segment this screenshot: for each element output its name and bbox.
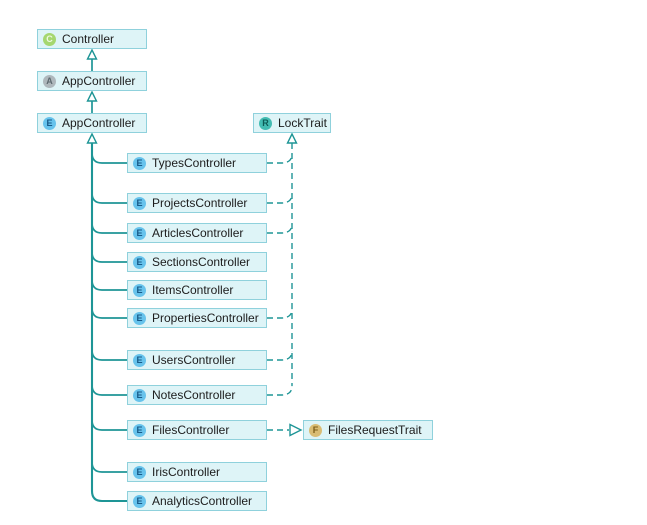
class-icon: E bbox=[133, 283, 146, 297]
inheritance-branch-iris-controller bbox=[91, 461, 127, 473]
class-icon: E bbox=[133, 226, 146, 240]
node-label: FilesController bbox=[152, 423, 230, 437]
inheritance-branch-notes-controller bbox=[91, 384, 127, 396]
trait-usage-edge-articles-controller bbox=[267, 223, 293, 234]
node-iris-controller[interactable]: E IrisController bbox=[127, 462, 267, 482]
node-notes-controller[interactable]: E NotesController bbox=[127, 385, 267, 405]
node-sections-controller[interactable]: E SectionsController bbox=[127, 252, 267, 272]
node-properties-controller[interactable]: E PropertiesController bbox=[127, 308, 267, 328]
trait-arrowhead-lock-trait bbox=[286, 132, 298, 144]
node-label: LockTrait bbox=[278, 116, 327, 130]
node-lock-trait[interactable]: R LockTrait bbox=[253, 113, 331, 133]
class-icon: E bbox=[133, 494, 146, 508]
inheritance-branch-sections-controller bbox=[91, 251, 127, 263]
class-icon: E bbox=[133, 255, 146, 269]
class-icon: E bbox=[133, 353, 146, 367]
inheritance-trunk bbox=[90, 143, 127, 503]
node-label: SectionsController bbox=[152, 255, 251, 269]
node-items-controller[interactable]: E ItemsController bbox=[127, 280, 267, 300]
node-label: IrisController bbox=[152, 465, 221, 479]
node-label: ArticlesController bbox=[152, 226, 244, 240]
inheritance-arrowhead-app-controller-abstract bbox=[86, 90, 98, 102]
node-users-controller[interactable]: E UsersController bbox=[127, 350, 267, 370]
class-icon: E bbox=[133, 156, 146, 170]
node-files-request-trait[interactable]: F FilesRequestTrait bbox=[303, 420, 433, 440]
abstract-class-icon: A bbox=[43, 74, 56, 88]
inheritance-branch-articles-controller bbox=[91, 222, 127, 234]
inheritance-branch-files-controller bbox=[91, 419, 127, 431]
trait-icon: R bbox=[259, 116, 272, 130]
node-types-controller[interactable]: E TypesController bbox=[127, 153, 267, 173]
node-label: AppController bbox=[62, 74, 136, 88]
inheritance-arrowhead-app-controller bbox=[86, 132, 98, 144]
node-controller[interactable]: C Controller bbox=[37, 29, 147, 49]
inheritance-branch-users-controller bbox=[91, 349, 127, 361]
class-icon: E bbox=[133, 465, 146, 479]
node-analytics-controller[interactable]: E AnalyticsController bbox=[127, 491, 267, 511]
class-icon: E bbox=[133, 196, 146, 210]
class-icon: C bbox=[43, 32, 56, 46]
node-files-controller[interactable]: E FilesController bbox=[127, 420, 267, 440]
node-label: NotesController bbox=[152, 388, 236, 402]
trait-usage-edge-projects-controller bbox=[267, 193, 293, 204]
class-icon: E bbox=[133, 388, 146, 402]
usage-arrowhead-files-request-trait bbox=[289, 423, 303, 437]
inheritance-branch-items-controller bbox=[91, 279, 127, 291]
node-label: ItemsController bbox=[152, 283, 234, 297]
node-label: TypesController bbox=[152, 156, 237, 170]
inheritance-branch-properties-controller bbox=[91, 307, 127, 319]
trait-icon: F bbox=[309, 423, 322, 437]
node-app-controller[interactable]: E AppController bbox=[37, 113, 147, 133]
class-icon: E bbox=[133, 311, 146, 325]
node-projects-controller[interactable]: E ProjectsController bbox=[127, 193, 267, 213]
trait-usage-edge-notes-controller bbox=[267, 385, 293, 396]
trait-usage-edge-types-controller bbox=[267, 153, 293, 164]
node-label: AnalyticsController bbox=[152, 494, 253, 508]
trait-usage-edge-users-controller bbox=[267, 350, 293, 361]
inheritance-branch-types-controller bbox=[91, 152, 127, 164]
node-label: FilesRequestTrait bbox=[328, 423, 422, 437]
node-articles-controller[interactable]: E ArticlesController bbox=[127, 223, 267, 243]
node-label: PropertiesController bbox=[152, 311, 259, 325]
node-label: Controller bbox=[62, 32, 115, 46]
inheritance-arrowhead-controller bbox=[86, 48, 98, 60]
class-icon: E bbox=[133, 423, 146, 437]
trait-usage-edge-properties-controller bbox=[267, 308, 293, 319]
node-label: UsersController bbox=[152, 353, 236, 367]
node-label: ProjectsController bbox=[152, 196, 248, 210]
node-label: AppController bbox=[62, 116, 136, 130]
node-app-controller-abstract[interactable]: A AppController bbox=[37, 71, 147, 91]
class-icon: E bbox=[43, 116, 56, 130]
inheritance-branch-projects-controller bbox=[91, 192, 127, 204]
